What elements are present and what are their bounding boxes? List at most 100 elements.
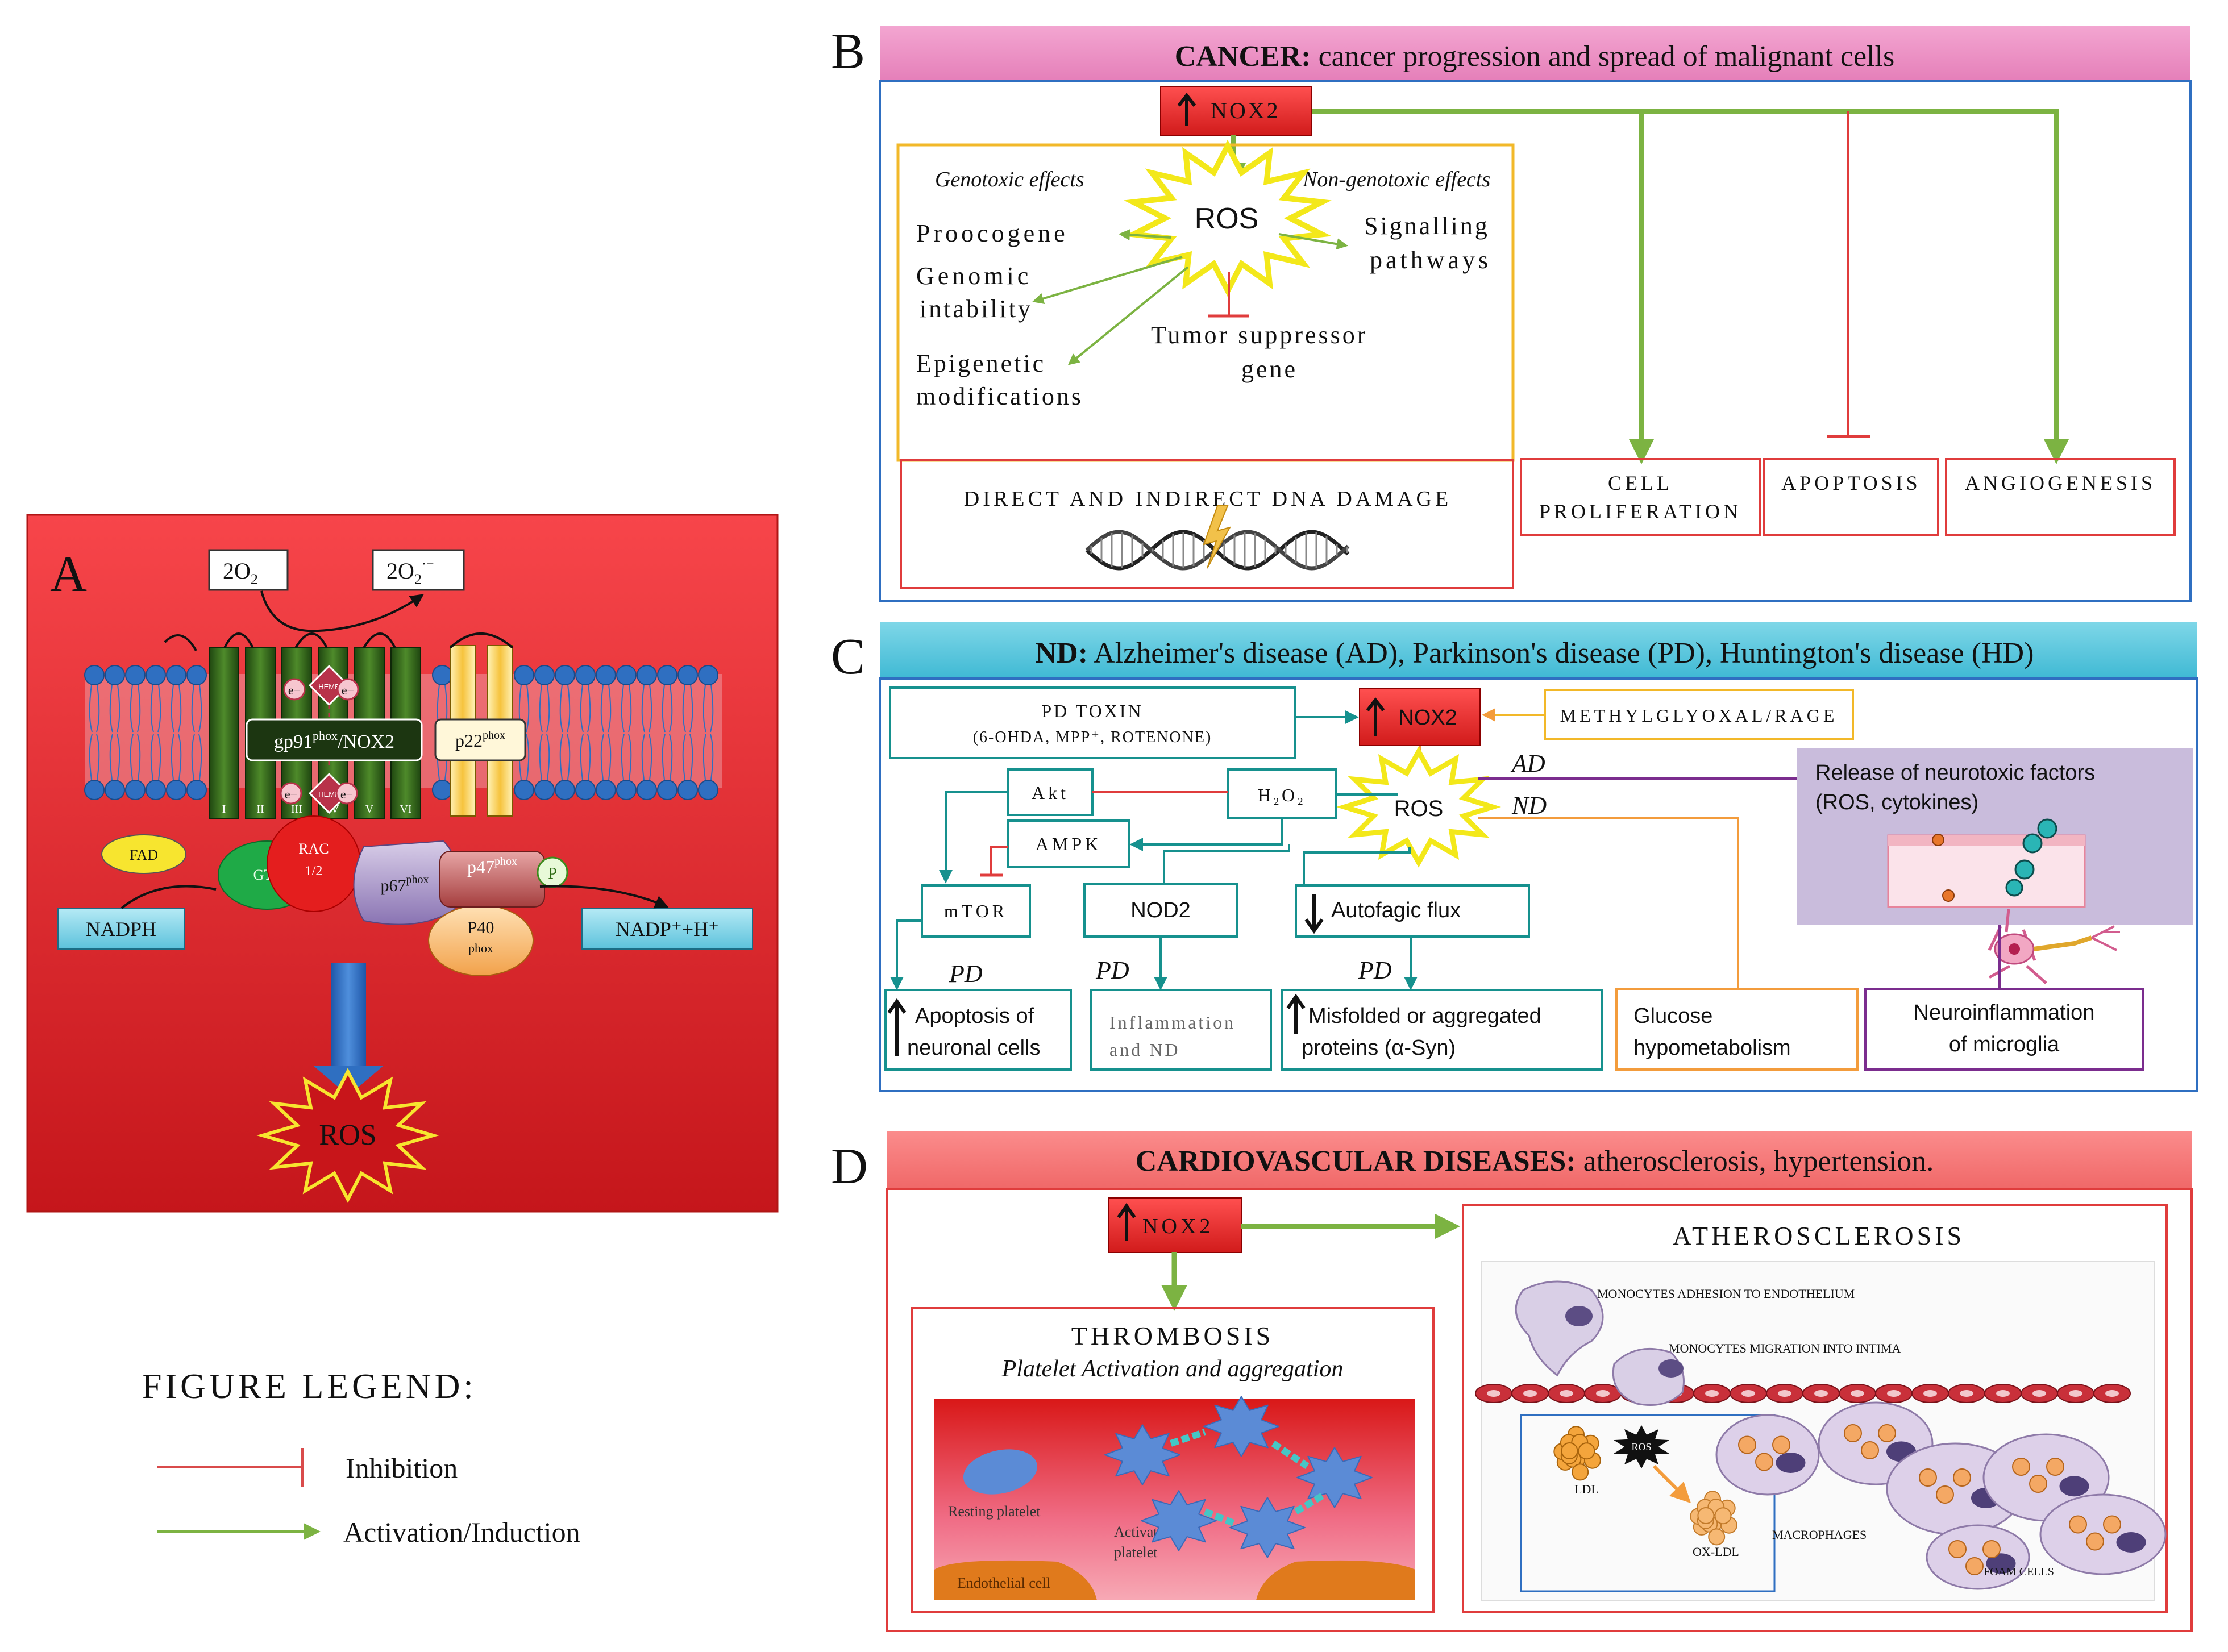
resting-platelet-label: Resting platelet [948, 1503, 1041, 1520]
p22-loop [449, 632, 514, 649]
lipid-head [637, 665, 657, 685]
apoptosis-neuronal-label-1: Apoptosis of [915, 1004, 1034, 1028]
panel-c-title: ND: Alzheimer's disease (AD), Parkinson'… [1036, 637, 2034, 669]
angiogenesis-label: ANGIOGENESIS [1965, 472, 2156, 494]
ldl-particle-icon [1553, 1426, 1601, 1481]
lipid-head [84, 780, 105, 800]
lipid-droplet [2012, 1458, 2030, 1476]
lipid-droplet [1982, 1540, 2001, 1558]
heme-lower-diamond [308, 772, 350, 814]
heme-upper: HEME e− e− [283, 664, 359, 706]
lipid-head [534, 665, 555, 685]
p67-label: p67phox [381, 873, 429, 895]
lipid-droplet [2086, 1532, 2104, 1551]
inflammation-box [1090, 989, 1272, 1071]
up-arrow-icon [887, 998, 907, 1056]
macrophages-label: MACROPHAGES [1772, 1528, 1867, 1542]
lipid-head [616, 665, 637, 685]
inflammation-label-2: and ND [1109, 1039, 1180, 1060]
endothelial-nucleus [1778, 1390, 1791, 1397]
ldl-oxidation-box [1520, 1414, 1776, 1592]
activated-platelets [1104, 1396, 1373, 1558]
genotoxic-label: Genotoxic effects [935, 168, 1084, 192]
lipid-tail [130, 684, 141, 780]
lipid-tail [518, 684, 530, 780]
dna-strand [1085, 530, 1350, 571]
panel-d: D CARDIOVASCULAR DISEASES: atheroscleros… [831, 1131, 2193, 1632]
pd-label-3: PD [1358, 956, 1392, 984]
monocyte-adhesion-label: MONOCYTES ADHESION TO ENDOTHELIUM [1597, 1287, 1855, 1301]
lipid-head [677, 780, 698, 800]
activated-platelet-label-2: platelet [1114, 1544, 1158, 1561]
endothelial-nucleus [2105, 1390, 2119, 1397]
lipid-head [616, 780, 637, 800]
lipid-droplet [1755, 1453, 1773, 1471]
nox2-label: NOX2 [1398, 706, 1457, 730]
akt-label: Akt [1032, 783, 1069, 803]
helix-segment-label: II [256, 803, 264, 815]
panel-d-header [887, 1131, 2192, 1189]
lipid-tail [171, 684, 182, 780]
apoptosis-neuronal-box [884, 989, 1072, 1071]
lipid-droplet [2103, 1515, 2121, 1534]
gp91-label: gp91phox/NOX2 [274, 729, 394, 752]
apoptosis-box [1763, 458, 1939, 536]
ros-glucose-line [1478, 817, 1739, 989]
cell-proliferation-label-1: CELL [1608, 472, 1673, 494]
fibrinogen-bridge [1271, 1441, 1310, 1469]
lipid-head [698, 780, 718, 800]
signalling-label-1: Signalling [1364, 212, 1490, 240]
neuroinflammation-label-2: of microglia [1949, 1033, 2060, 1056]
o2-box [208, 549, 289, 591]
ros-small-label: ROS [1631, 1441, 1651, 1453]
heme-lower: HEME e− e− [280, 772, 358, 814]
endothelial-nucleus [1596, 1390, 1610, 1397]
activated-platelet-icon [1229, 1497, 1306, 1558]
lipid-head [186, 780, 207, 800]
lipid-tail [539, 684, 550, 780]
lipid-droplet [1844, 1424, 1862, 1442]
lipid-head [514, 780, 534, 800]
membrane-heads-top [84, 665, 718, 780]
p40-ellipse [428, 905, 534, 976]
endothelial-cell-left [934, 1560, 1097, 1600]
lipoprotein-sphere [1578, 1442, 1595, 1460]
lipid-head [166, 665, 186, 685]
helix-segment-label: VI [400, 803, 411, 815]
o2-label: 2O2 [223, 558, 258, 588]
lipid-head [432, 780, 452, 800]
ldl-label: LDL [1574, 1482, 1599, 1496]
lipid-head [125, 780, 146, 800]
lipid-head [575, 665, 596, 685]
lipid-droplet [1953, 1468, 1971, 1487]
akt-to-mtor-arrow [939, 791, 1008, 884]
endothelial-nucleus [2032, 1390, 2046, 1397]
neuroinflammation-box [1864, 988, 2144, 1071]
apoptosis-neuronal-label-2: neuronal cells [907, 1036, 1040, 1060]
lipid-droplet [1919, 1468, 1937, 1487]
endothelial-nucleus [1960, 1390, 1973, 1397]
ros-starburst [1614, 1425, 1669, 1469]
lipid-head [677, 665, 698, 685]
ampk-label: AMPK [1036, 834, 1101, 854]
lipid-head [84, 665, 105, 685]
monocyte-nucleus [1565, 1306, 1593, 1326]
dna-damage-label: DIRECT AND INDIRECT DNA DAMAGE [964, 487, 1452, 511]
nongenotoxic-label: Non-genotoxic effects [1302, 168, 1490, 192]
down-arrow-icon [1304, 894, 1324, 934]
lipoprotein-sphere [1572, 1463, 1589, 1481]
epigenetic-label-2: modifications [916, 382, 1083, 410]
electron-label: e− [285, 787, 297, 801]
lipid-droplet [2029, 1475, 2047, 1493]
misfolded-label-2: proteins (α-Syn) [1302, 1036, 1456, 1060]
endothelial-nucleus [1741, 1390, 1755, 1397]
lipid-head [555, 780, 575, 800]
lipid-droplet [1738, 1435, 1756, 1454]
pd-label-2: PD [1095, 956, 1129, 984]
lipid-tail [641, 684, 652, 780]
thrombosis-box [911, 1307, 1435, 1613]
legend-title: FIGURE LEGEND: [142, 1367, 477, 1406]
panel-b-header [880, 26, 2190, 81]
ad-label: AD [1510, 750, 1545, 777]
lipid-tail [191, 684, 202, 780]
